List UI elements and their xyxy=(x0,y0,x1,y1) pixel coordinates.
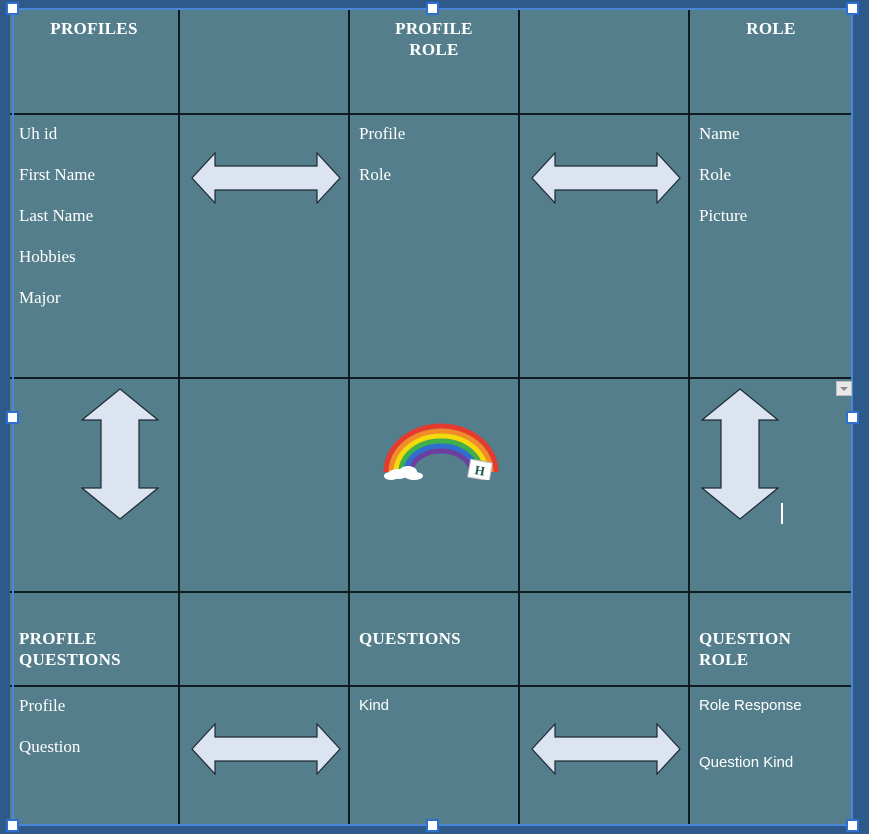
questions-to-question-role-arrow[interactable] xyxy=(531,723,681,775)
profiles-field-first-name: First Name xyxy=(19,165,96,184)
questions-title: QUESTIONS xyxy=(359,629,461,648)
role-field-name: Name xyxy=(699,124,740,143)
role-title: ROLE xyxy=(746,19,796,38)
grid-line xyxy=(10,113,852,115)
grid-line xyxy=(348,10,350,826)
resize-handle-right[interactable] xyxy=(846,411,859,424)
resize-handle-top-left[interactable] xyxy=(6,2,19,15)
profile-questions-title-line1: PROFILE xyxy=(19,629,97,648)
h-badge-text: H xyxy=(474,462,487,479)
role-field-picture: Picture xyxy=(699,206,748,225)
profiles-to-profile-role-arrow[interactable] xyxy=(191,152,341,204)
profile-role-title-line1: PROFILE xyxy=(395,19,473,38)
role-to-question-role-arrow[interactable] xyxy=(701,388,779,520)
resize-handle-bottom-left[interactable] xyxy=(6,819,19,832)
rainbow-logo-icon: H xyxy=(383,423,499,480)
profiles-field-major: Major xyxy=(19,288,61,307)
profile-role-title-line2: ROLE xyxy=(409,40,459,59)
question-role-title-line2: ROLE xyxy=(699,650,749,669)
resize-handle-top[interactable] xyxy=(426,2,439,15)
resize-handle-bottom-right[interactable] xyxy=(846,819,859,832)
profile-role-field-role: Role xyxy=(359,165,392,184)
profile-questions-field-profile: Profile xyxy=(19,696,66,715)
grid-line xyxy=(518,10,520,826)
profiles-title: PROFILES xyxy=(50,19,138,38)
grid-line xyxy=(10,591,852,593)
profile-role-to-role-arrow[interactable] xyxy=(531,152,681,204)
profile-questions-field-question: Question xyxy=(19,737,81,756)
question-role-field-question-kind: Question Kind xyxy=(699,754,794,771)
profile-role-title: PROFILE ROLE xyxy=(350,18,518,60)
profile-questions-to-questions-arrow[interactable] xyxy=(191,723,341,775)
grid-line xyxy=(178,10,180,826)
grid-line xyxy=(10,377,852,379)
resize-handle-top-right[interactable] xyxy=(846,2,859,15)
role-field-role: Role xyxy=(699,165,732,184)
resize-handle-left[interactable] xyxy=(6,411,19,424)
h-badge-icon: H xyxy=(467,458,493,480)
grid-line xyxy=(688,10,690,826)
grid-line xyxy=(10,685,852,687)
question-role-title: QUESTION ROLE xyxy=(699,628,791,670)
table-grid[interactable]: PROFILES PROFILE ROLE ROLE Uh id First N… xyxy=(10,10,852,826)
profile-questions-title-line2: QUESTIONS xyxy=(19,650,121,669)
profiles-field-hobbies: Hobbies xyxy=(19,247,76,266)
profile-questions-title: PROFILE QUESTIONS xyxy=(19,628,121,670)
profiles-field-uh-id: Uh id xyxy=(19,124,58,143)
profiles-to-profile-questions-arrow[interactable] xyxy=(81,388,159,520)
profile-role-field-profile: Profile xyxy=(359,124,406,143)
profiles-field-last-name: Last Name xyxy=(19,206,94,225)
dropdown-toggle-button[interactable] xyxy=(836,381,852,396)
text-cursor xyxy=(781,503,783,524)
resize-handle-bottom[interactable] xyxy=(426,819,439,832)
questions-field-kind: Kind xyxy=(359,697,390,714)
question-role-title-line1: QUESTION xyxy=(699,629,792,648)
question-role-field-role-response: Role Response xyxy=(699,697,802,714)
